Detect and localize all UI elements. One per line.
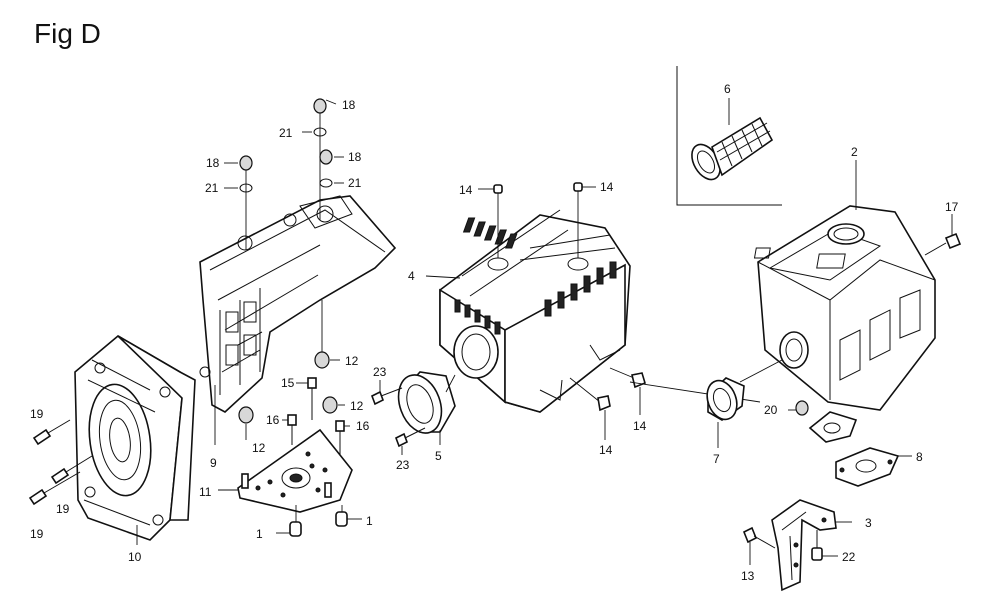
callout-4: 4	[408, 269, 415, 283]
screw-14-lower-left	[569, 377, 611, 440]
callout-11: 11	[199, 485, 212, 499]
nut-1-left	[276, 521, 302, 537]
callout-18: 18	[348, 150, 362, 164]
screw-23-lower	[394, 427, 426, 455]
callout-19: 19	[30, 407, 44, 421]
screw-23-upper	[370, 380, 403, 406]
callout-1: 1	[256, 527, 263, 541]
part-11-plate	[218, 428, 353, 522]
part-6-strainer	[691, 98, 774, 181]
callout-19: 19	[30, 527, 44, 541]
callout-2: 2	[851, 145, 858, 159]
callout-7: 7	[713, 452, 720, 466]
bolt-15	[296, 377, 317, 420]
nut-stack-right	[302, 98, 344, 220]
callout-23: 23	[396, 458, 410, 472]
part-8-gasket	[835, 447, 912, 487]
callout-13: 13	[741, 569, 755, 583]
callout-3: 3	[865, 516, 872, 530]
callout-18: 18	[206, 156, 220, 170]
nut-stack-left	[224, 155, 253, 250]
bolt-19-upper	[32, 419, 71, 446]
callout-8: 8	[916, 450, 923, 464]
callout-16: 16	[356, 419, 370, 433]
bolt-13	[742, 526, 776, 565]
bolt-16-left	[282, 414, 297, 445]
callout-21: 21	[205, 181, 219, 195]
nut-20	[788, 400, 809, 416]
part-3-bracket	[771, 499, 852, 592]
callout-18: 18	[342, 98, 356, 112]
callout-1: 1	[366, 514, 373, 528]
screw-14-lower-right	[609, 367, 646, 415]
callout-6: 6	[724, 82, 731, 96]
part-9-manifold-frame	[199, 195, 397, 445]
callout-21: 21	[348, 176, 362, 190]
callout-20: 20	[764, 403, 778, 417]
callout-labels: 1 1 2 3 4 5 6 7 8 9 10 11 12 12 12 13 14…	[30, 82, 959, 583]
callout-12: 12	[345, 354, 359, 368]
callout-22: 22	[842, 550, 856, 564]
part-4-air-cleaner-housing	[425, 209, 631, 413]
screw-14-top-left	[478, 184, 503, 258]
nut-1-right	[335, 511, 362, 527]
bolt-17	[924, 214, 962, 256]
bolt-19-middle	[50, 455, 93, 485]
part-10-case-block	[74, 335, 196, 545]
callout-14: 14	[599, 443, 613, 457]
callout-5: 5	[435, 449, 442, 463]
callout-14: 14	[459, 183, 473, 197]
callout-23: 23	[373, 365, 387, 379]
callout-16: 16	[266, 413, 280, 427]
callout-10: 10	[128, 550, 142, 564]
bolt-22	[811, 530, 838, 561]
bolt-19-lower	[28, 471, 81, 506]
callout-12: 12	[252, 441, 266, 455]
screw-14-top-right	[573, 182, 596, 258]
callout-14: 14	[633, 419, 647, 433]
callout-15: 15	[281, 376, 295, 390]
callout-12: 12	[350, 399, 364, 413]
figure-title: Fig D	[34, 18, 101, 49]
part-2-fuel-tank	[739, 160, 936, 443]
callout-17: 17	[945, 200, 959, 214]
callout-14: 14	[600, 180, 614, 194]
stud-12-set	[199, 300, 345, 440]
callout-19: 19	[56, 502, 70, 516]
bolt-16-right	[335, 420, 350, 455]
callout-21: 21	[279, 126, 293, 140]
callout-9: 9	[210, 456, 217, 470]
part-5-filter-cap	[397, 371, 456, 445]
housing-vents	[454, 217, 617, 335]
part-7-fuel-cap	[706, 377, 745, 448]
inset-frame	[676, 66, 782, 206]
